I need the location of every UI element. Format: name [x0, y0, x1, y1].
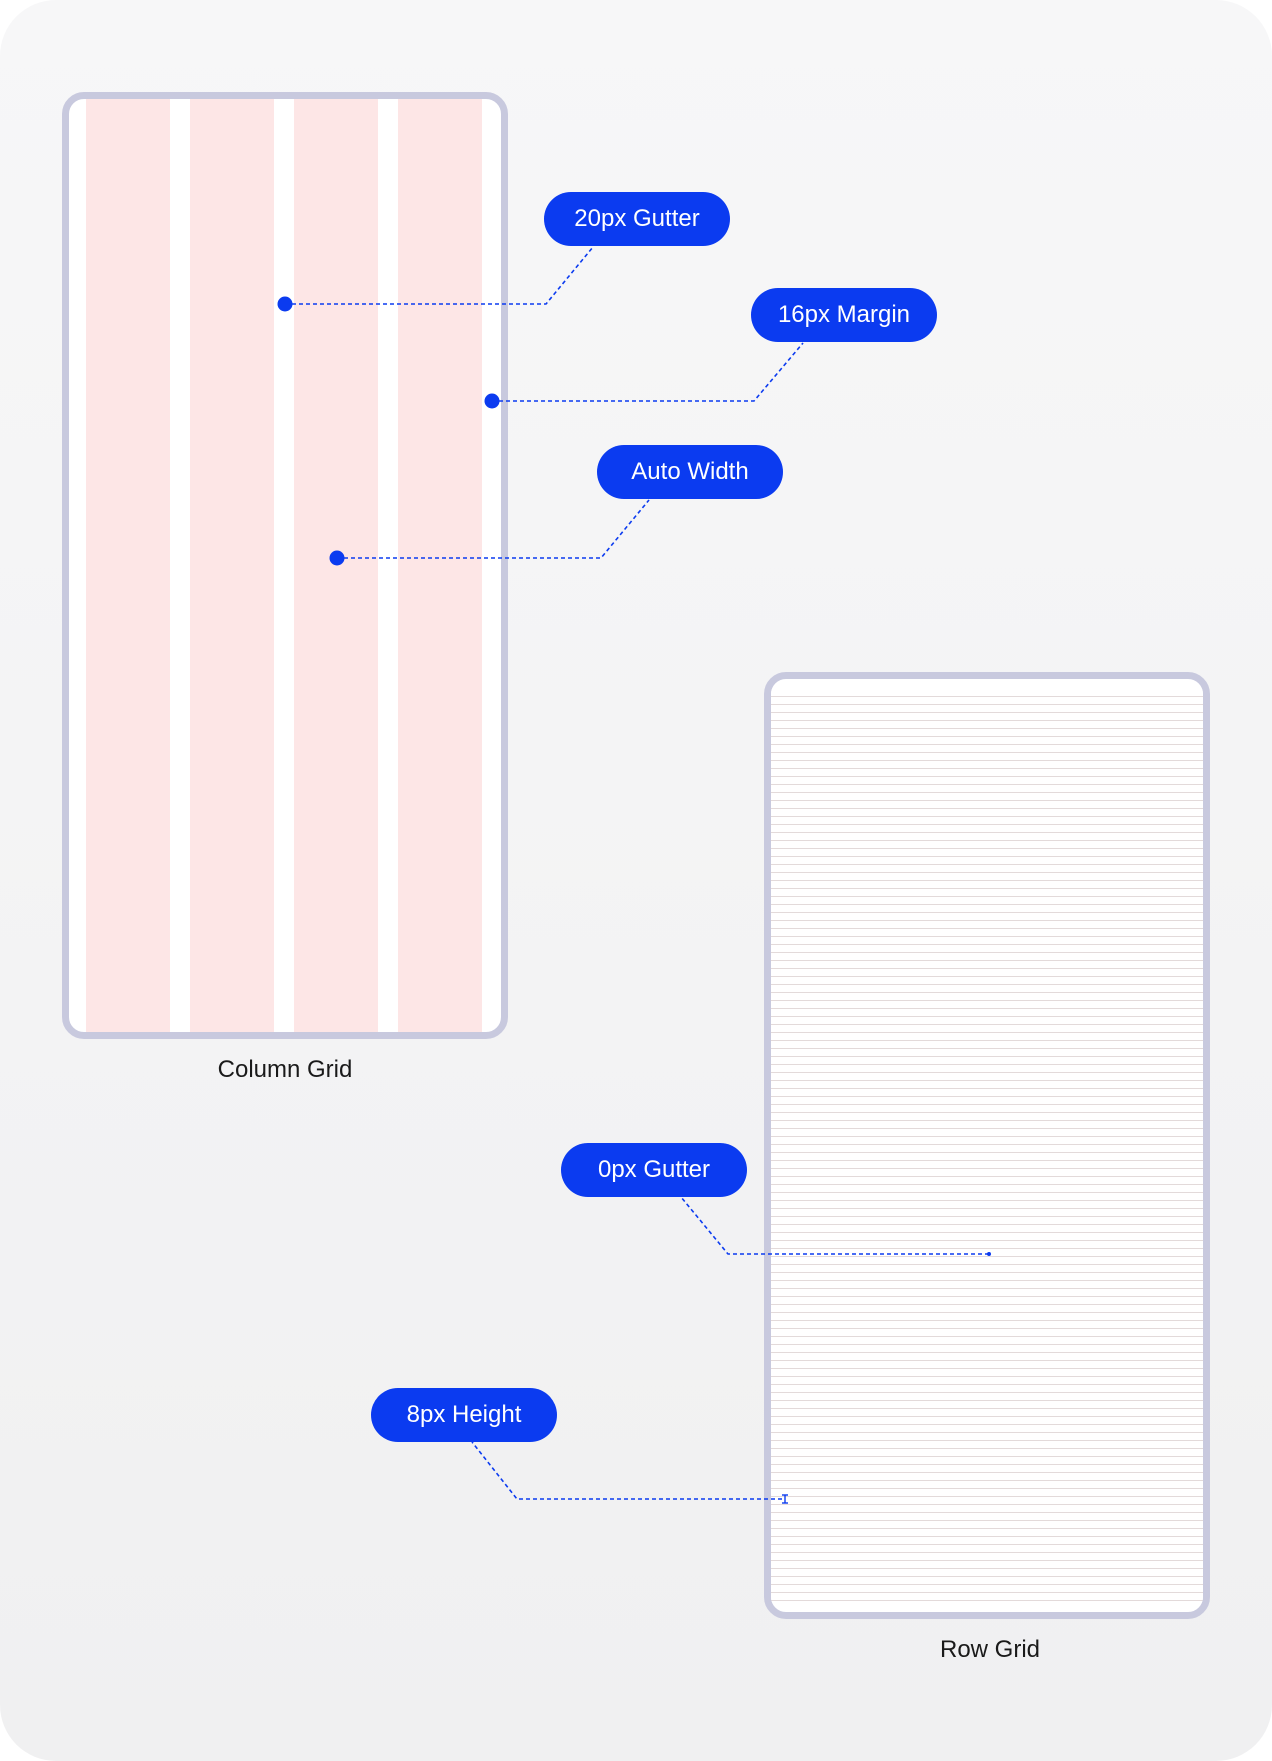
grid-column	[398, 99, 482, 1032]
grid-column	[294, 99, 378, 1032]
row-grid-frame	[764, 672, 1210, 1619]
gutter-0-annotation: 0px Gutter	[561, 1143, 747, 1197]
auto-width-annotation: Auto Width	[597, 445, 783, 499]
height-8-annotation: 8px Height	[371, 1388, 557, 1442]
row-grid-label: Row Grid	[939, 1636, 1041, 1663]
column-grid-label: Column Grid	[217, 1056, 353, 1083]
grid-column	[190, 99, 274, 1032]
gutter-20-annotation: 20px Gutter	[544, 192, 730, 246]
grid-rows	[771, 689, 1203, 1602]
column-grid-frame	[62, 92, 508, 1039]
margin-16-annotation: 16px Margin	[751, 288, 937, 342]
grid-column	[86, 99, 170, 1032]
